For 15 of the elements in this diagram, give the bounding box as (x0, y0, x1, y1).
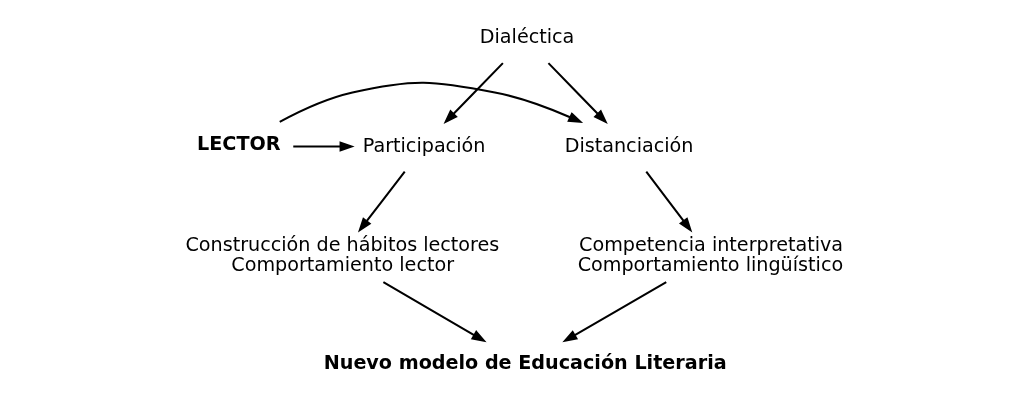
node-text: Competencia interpretativa Comportamiento lingüístico (577, 232, 843, 277)
node-text: Dialéctica (479, 25, 574, 49)
node-text: Nuevo modelo de Educación Literaria (323, 351, 727, 375)
node-text: LECTOR (196, 132, 281, 156)
arrow (382, 281, 487, 343)
node-text: Participación (362, 133, 485, 157)
arrow (357, 171, 406, 233)
arrow (561, 281, 667, 343)
arrow (278, 81, 583, 124)
node-text: Distanciación (564, 133, 693, 157)
arrow (443, 62, 504, 125)
arrow (644, 171, 692, 233)
arrow (547, 62, 608, 125)
arrow (292, 141, 355, 152)
node-text: Construcción de hábitos lectores Comportamiento lector (184, 232, 499, 277)
